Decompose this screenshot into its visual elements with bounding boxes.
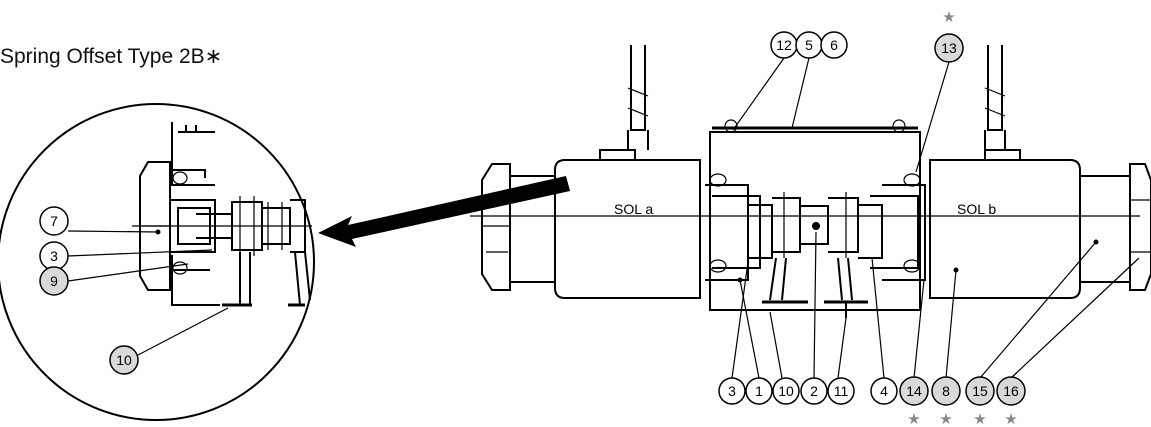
- star-icon: ★: [939, 411, 952, 427]
- callout-14: 14: [899, 376, 929, 406]
- svg-text:13: 13: [941, 40, 957, 56]
- leader-lines: [67, 57, 1140, 379]
- callout-12: 12: [770, 31, 798, 59]
- detail-callout-7: 7: [39, 206, 69, 236]
- svg-text:16: 16: [1003, 383, 1019, 399]
- svg-text:3: 3: [728, 383, 736, 399]
- detail-view: [0, 103, 315, 421]
- svg-text:5: 5: [805, 37, 813, 53]
- svg-text:1: 1: [755, 383, 763, 399]
- detail-callout-10: 10: [109, 345, 139, 375]
- svg-text:12: 12: [776, 37, 792, 53]
- svg-text:11: 11: [834, 383, 849, 399]
- detail-callout-3: 3: [39, 241, 69, 271]
- detail-callout-9: 9: [39, 266, 69, 296]
- svg-text:9: 9: [50, 273, 58, 289]
- solenoid-a-housing: [554, 159, 701, 299]
- callout-5: 5: [795, 31, 823, 59]
- svg-text:2: 2: [810, 383, 818, 399]
- callout-1: 1: [745, 377, 773, 405]
- svg-text:7: 7: [50, 213, 58, 229]
- callout-6: 6: [820, 31, 848, 59]
- svg-text:8: 8: [942, 383, 950, 399]
- callout-4: 4: [870, 377, 898, 405]
- svg-text:10: 10: [116, 352, 132, 368]
- svg-text:14: 14: [906, 383, 922, 399]
- sol-b-label: SOL b: [957, 201, 996, 217]
- callout-15: 15: [965, 376, 995, 406]
- valve-assembly: [470, 45, 1151, 318]
- stars: ★ ★ ★ ★ ★: [907, 9, 1017, 427]
- star-icon: ★: [1004, 411, 1017, 427]
- valve-body: [709, 131, 921, 311]
- sol-a-label: SOL a: [614, 201, 653, 217]
- detail-arrow: [318, 176, 570, 247]
- svg-text:15: 15: [972, 383, 988, 399]
- svg-text:3: 3: [50, 248, 58, 264]
- callout-10: 10: [772, 377, 800, 405]
- leader-dots: [155, 229, 1099, 283]
- callout-3: 3: [718, 377, 746, 405]
- callout-8: 8: [931, 376, 961, 406]
- svg-text:4: 4: [880, 383, 888, 399]
- callout-16: 16: [996, 376, 1026, 406]
- diagram-title: Spring Offset Type 2B∗: [0, 45, 223, 68]
- star-icon: ★: [973, 411, 986, 427]
- star-icon: ★: [942, 9, 955, 26]
- star-icon: ★: [907, 411, 920, 427]
- callouts: 12 5 6 13 3 1 10 2 11 4 14 8 15 16 7 3 9…: [39, 31, 1026, 406]
- detail-circle: [0, 103, 315, 421]
- callout-2: 2: [800, 377, 828, 405]
- callout-11: 11: [827, 377, 855, 405]
- solenoid-b-housing: [929, 159, 1081, 299]
- svg-text:6: 6: [830, 37, 838, 53]
- svg-text:10: 10: [778, 383, 794, 399]
- callout-13: 13: [934, 33, 964, 63]
